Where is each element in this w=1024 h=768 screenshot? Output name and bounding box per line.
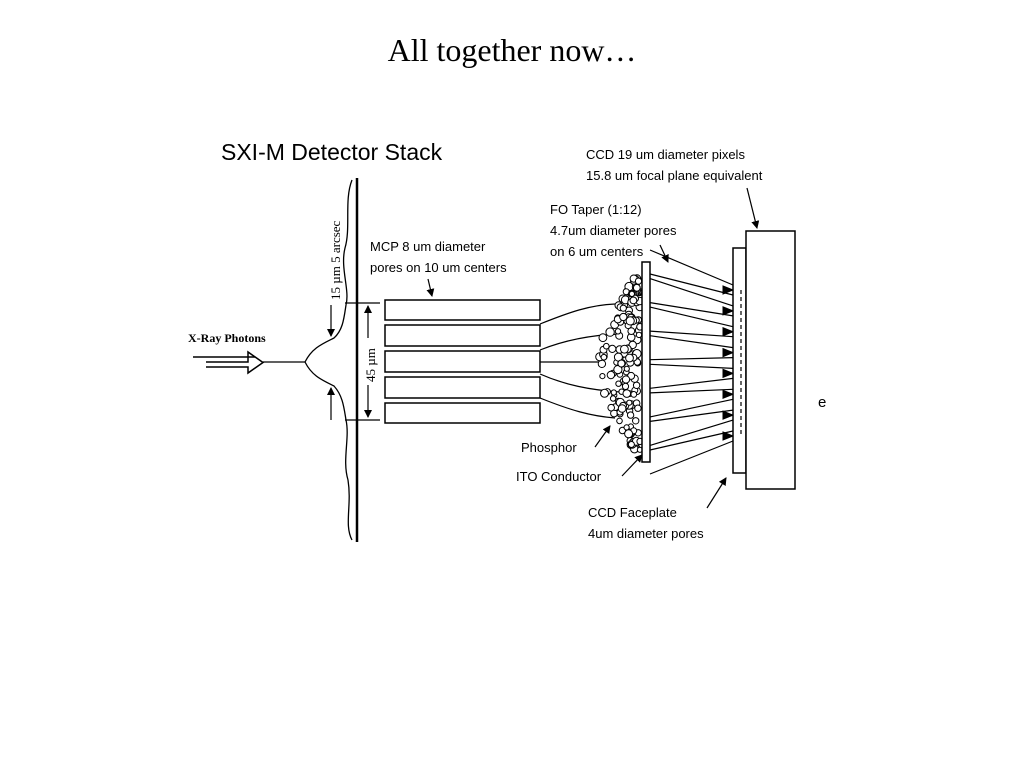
taper-fiber xyxy=(649,278,734,317)
phosphor-grain xyxy=(625,316,635,326)
xray-photons-label: X-Ray Photons xyxy=(188,331,266,345)
faceplate-label-line2: 4um diameter pores xyxy=(588,526,704,541)
taper-fiber xyxy=(649,430,734,475)
fo-taper-fibers xyxy=(649,249,735,475)
taper-fiber-tip xyxy=(722,326,735,337)
phosphor-grain xyxy=(600,353,608,361)
phosphor-grain xyxy=(617,404,627,413)
phosphor-grain xyxy=(609,395,617,402)
phosphor-grain xyxy=(598,333,608,343)
fo-taper-label-line2: 4.7um diameter pores xyxy=(550,223,677,238)
phosphor-grain xyxy=(608,344,617,353)
edge-label: e xyxy=(818,394,826,411)
phosphor-grain xyxy=(627,327,636,336)
phosphor-grain xyxy=(621,375,631,384)
phosphor-grain xyxy=(625,353,634,363)
diagram-title: SXI-M Detector Stack xyxy=(221,139,443,165)
intensity-profile-curve xyxy=(304,179,353,541)
phosphor-grain xyxy=(632,417,640,425)
phosphor-grain xyxy=(634,404,642,412)
taper-fiber xyxy=(649,306,734,338)
taper-fiber xyxy=(649,335,734,361)
phosphor-grain xyxy=(632,381,641,389)
slide-title: All together now… xyxy=(387,32,637,68)
phosphor-grain xyxy=(599,373,606,380)
phosphor-grain xyxy=(603,342,610,350)
pitch-dimension xyxy=(345,302,380,421)
phosphor-grain xyxy=(628,290,636,297)
ccd-block xyxy=(745,230,796,490)
taper-fiber-tip xyxy=(722,368,735,379)
fo-taper-label-line3: on 6 um centers xyxy=(550,244,644,259)
phosphor-label: Phosphor xyxy=(521,440,577,455)
phosphor-grain xyxy=(621,382,630,390)
phosphor-grain xyxy=(623,365,630,372)
mcp-label-line2: pores on 10 um centers xyxy=(370,260,507,275)
phosphor-grain xyxy=(624,429,634,439)
phosphor-grain xyxy=(626,411,635,419)
taper-fiber-tip xyxy=(722,347,735,358)
pitch-label: 45 µm xyxy=(363,348,378,382)
taper-fiber-tip xyxy=(722,431,735,441)
ccd-label-line1: CCD 19 um diameter pixels xyxy=(586,147,745,162)
ito-conductor-label: ITO Conductor xyxy=(516,469,602,484)
phosphor-grain xyxy=(622,389,632,398)
phosphor-grains xyxy=(595,274,645,454)
taper-fiber xyxy=(649,363,734,389)
xray-arrow xyxy=(193,350,265,375)
taper-fiber-tip xyxy=(722,389,735,400)
phosphor-grain xyxy=(635,331,643,339)
electron-cloud-fan xyxy=(539,303,621,419)
phosphor-grain xyxy=(629,296,638,305)
leader-arrows xyxy=(426,187,760,509)
arcsec-label: 15 µm 5 arcsec xyxy=(328,220,343,300)
faceplate-label-line1: CCD Faceplate xyxy=(588,505,677,520)
phosphor-grain xyxy=(623,424,630,431)
taper-fiber-tip xyxy=(722,285,735,295)
mcp-pores xyxy=(384,299,541,424)
phosphor-grain xyxy=(630,391,638,398)
phosphor-grain xyxy=(619,312,628,322)
phosphor-grain xyxy=(619,304,627,312)
phosphor-grain xyxy=(614,328,622,335)
phosphor-grain xyxy=(620,344,629,354)
phosphor-grain xyxy=(617,359,626,368)
phosphor-grain xyxy=(632,283,641,292)
phosphor-grain xyxy=(626,399,633,406)
phosphor-grain xyxy=(610,389,617,396)
phosphor-grain xyxy=(634,277,643,285)
taper-fiber xyxy=(649,409,734,446)
taper-fiber xyxy=(649,249,734,296)
phosphor-grain xyxy=(615,380,622,387)
ccd-label-line2: 15.8 um focal plane equivalent xyxy=(586,168,763,183)
phosphor-grain xyxy=(627,441,635,448)
fo-taper-label-line1: FO Taper (1:12) xyxy=(550,202,642,217)
phosphor-grain xyxy=(600,388,609,398)
phosphor-grain xyxy=(605,327,615,337)
ito-conductor xyxy=(641,261,651,463)
taper-fiber-tip xyxy=(722,410,735,420)
taper-fiber xyxy=(649,388,734,418)
mcp-label-line1: MCP 8 um diameter xyxy=(370,239,486,254)
phosphor-grain xyxy=(613,365,623,375)
phosphor-grain xyxy=(607,403,616,412)
ccd-faceplate xyxy=(732,247,747,474)
phosphor-grain xyxy=(606,370,616,380)
phosphor-grain xyxy=(616,417,623,425)
taper-fiber-tip xyxy=(722,306,735,316)
